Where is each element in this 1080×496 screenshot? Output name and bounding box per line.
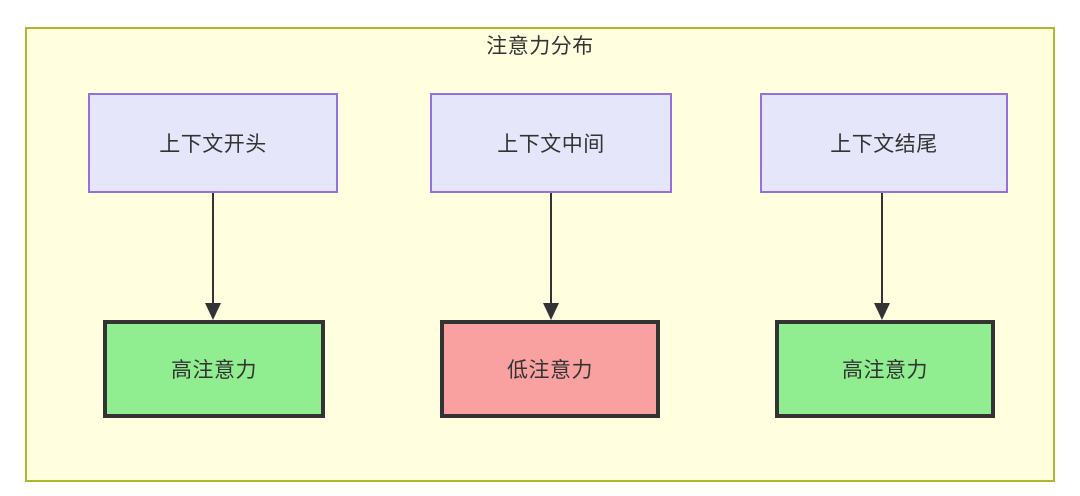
arrow-start-to-attention: [201, 193, 225, 321]
context-node-start[interactable]: 上下文开头: [88, 93, 338, 193]
context-node-end-label: 上下文结尾: [830, 132, 938, 156]
attention-node-end-label: 高注意力: [842, 358, 928, 382]
attention-node-start[interactable]: 高注意力: [103, 320, 325, 418]
context-node-middle-label: 上下文中间: [497, 132, 605, 156]
attention-node-start-label: 高注意力: [171, 358, 257, 382]
arrow-down-icon: [543, 193, 559, 320]
attention-node-middle-label: 低注意力: [507, 358, 593, 382]
context-node-start-label: 上下文开头: [159, 132, 267, 156]
attention-node-middle[interactable]: 低注意力: [440, 320, 660, 418]
context-node-middle[interactable]: 上下文中间: [430, 93, 672, 193]
context-node-end[interactable]: 上下文结尾: [760, 93, 1008, 193]
arrow-down-icon: [874, 193, 890, 320]
diagram-title: 注意力分布: [486, 34, 594, 58]
attention-node-end[interactable]: 高注意力: [775, 320, 995, 418]
arrow-middle-to-attention: [539, 193, 563, 321]
arrow-end-to-attention: [870, 193, 894, 321]
arrow-down-icon: [205, 193, 221, 320]
